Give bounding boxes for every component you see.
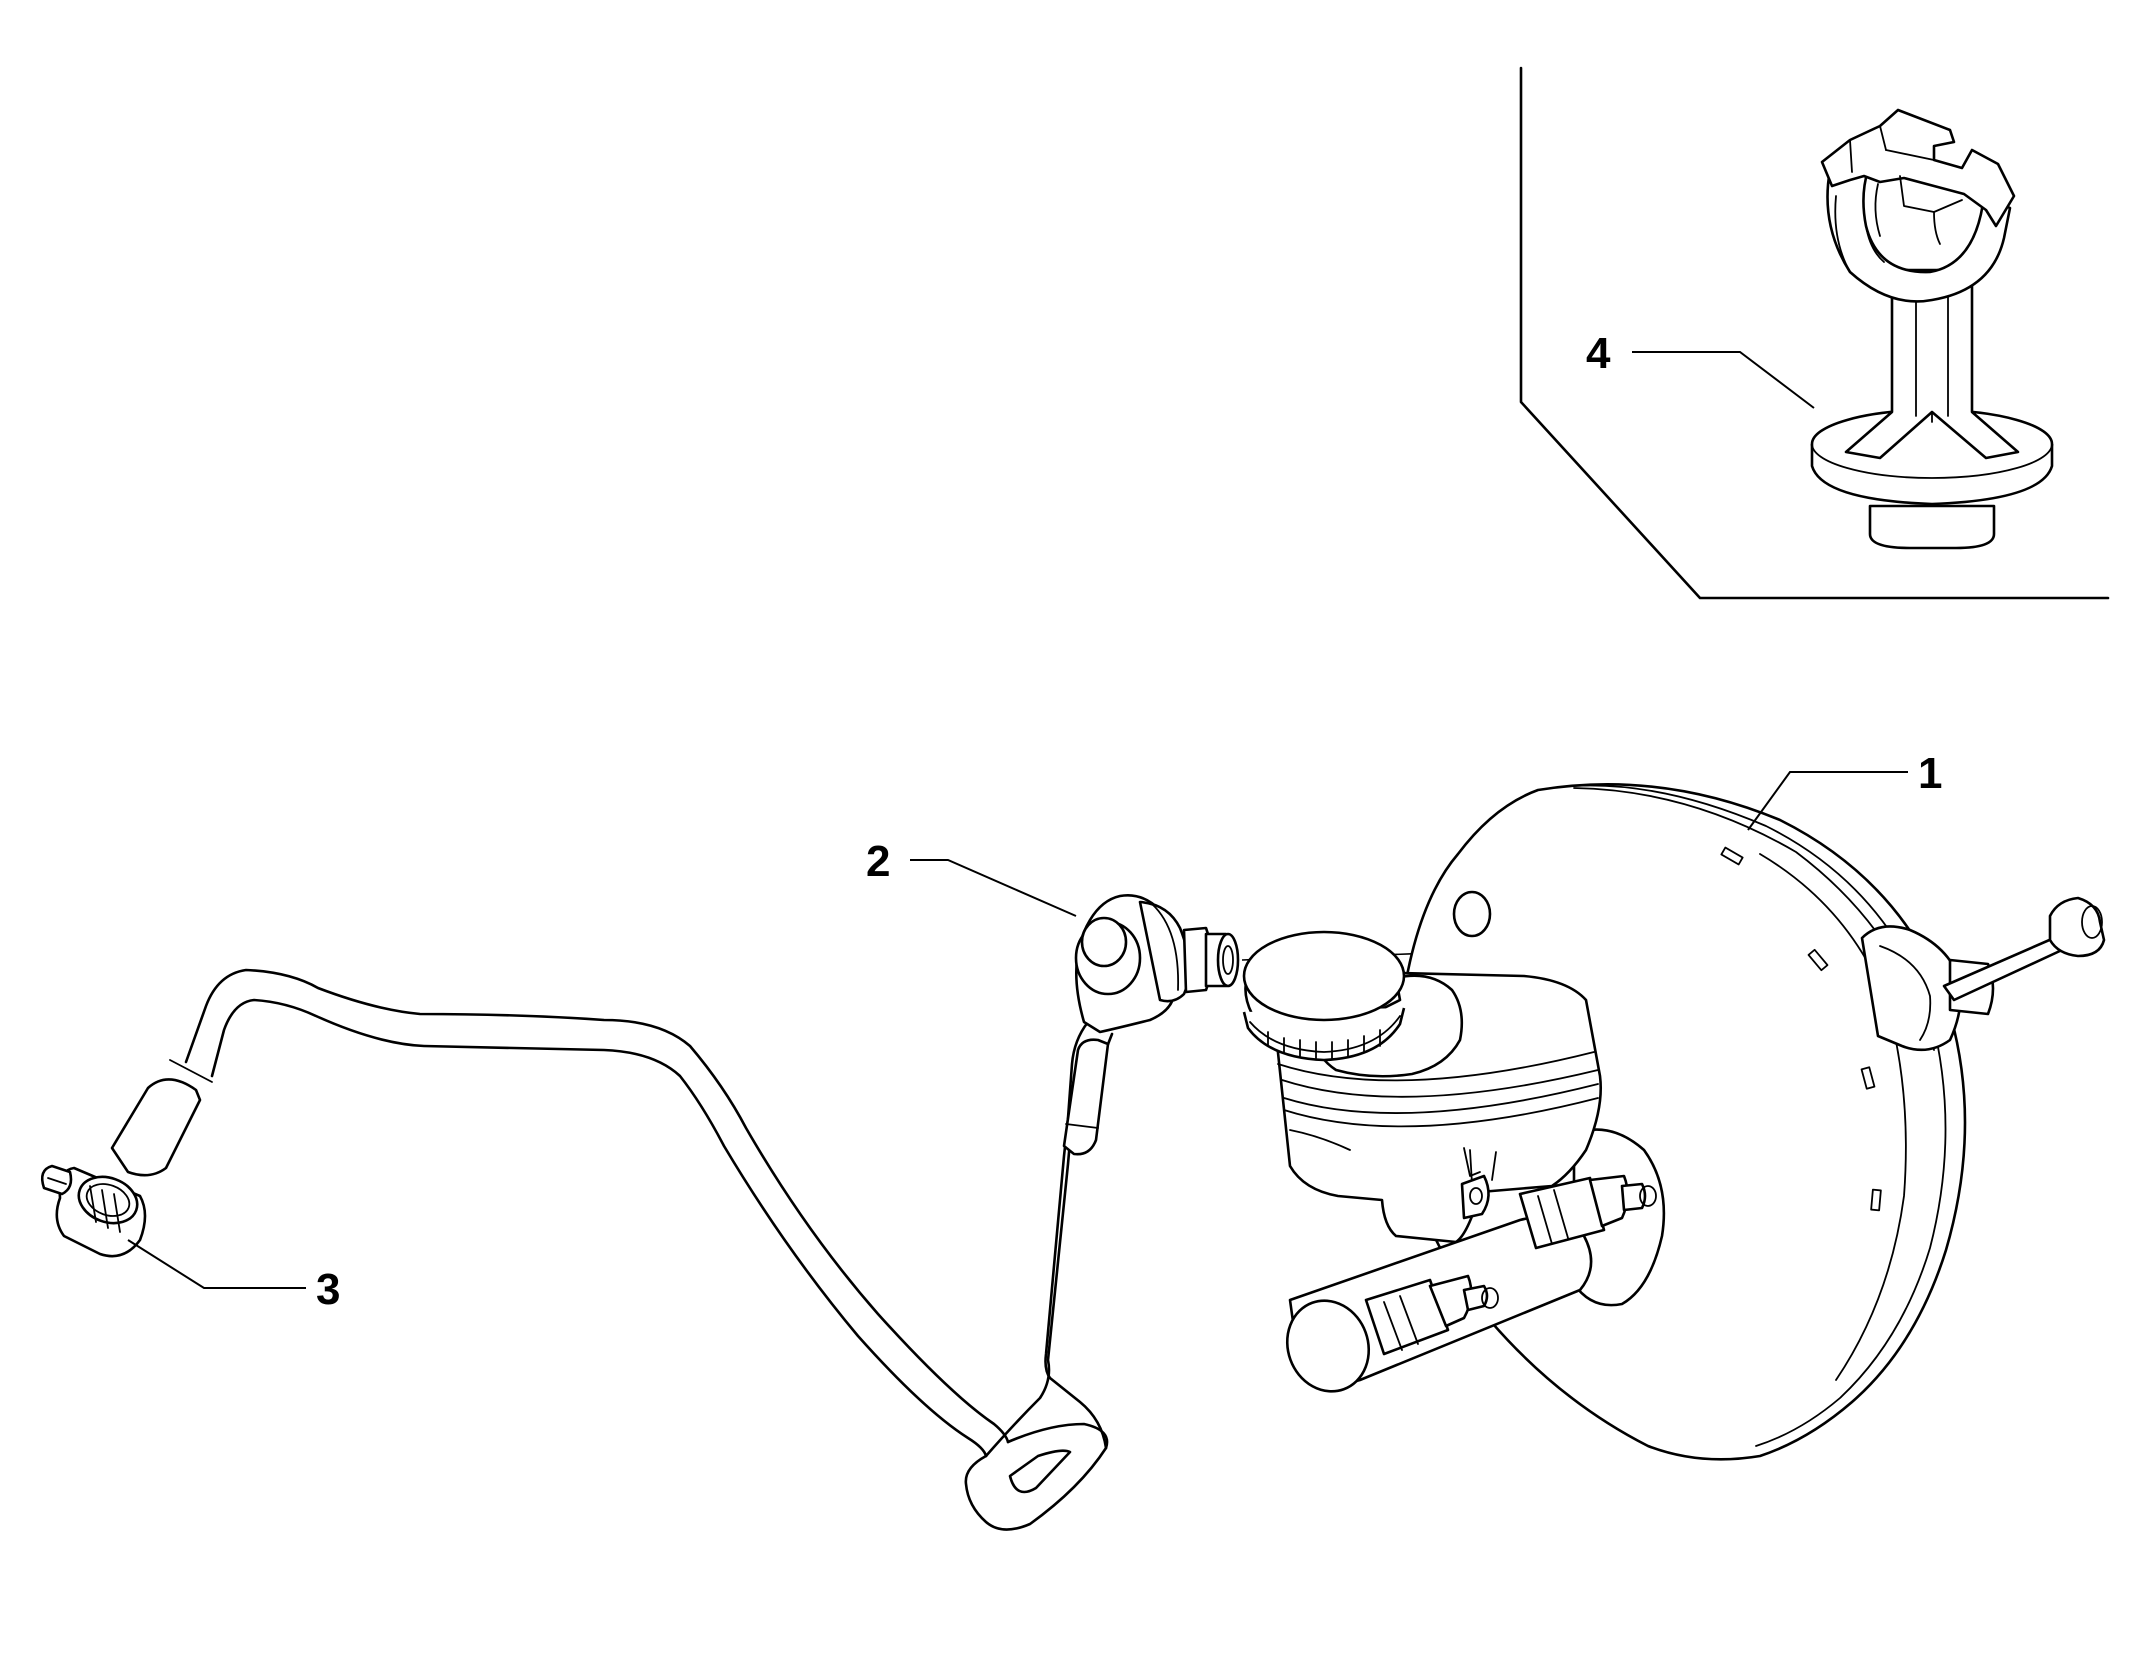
callout-1-number: 1 [1918,749,1942,798]
callout-1: 1 [1747,749,1942,831]
part-2-vacuum-hose[interactable] [110,894,1463,1531]
callout-4-leader [1632,351,1815,409]
callout-2-leader [910,859,1077,917]
part-1-brake-booster[interactable] [1242,783,2106,1461]
inset-panel [1519,66,2110,600]
callout-4-number: 4 [1586,329,1611,378]
callout-3-number: 3 [316,1265,340,1314]
part-4-hose-clip[interactable] [1810,108,2054,550]
callout-3: 3 [127,1239,340,1314]
callout-2: 2 [866,837,1077,917]
callout-2-number: 2 [866,837,890,886]
callout-1-leader [1747,771,1908,831]
inset-border [1519,66,2110,600]
part-3-hose-clamp[interactable] [40,1164,147,1258]
callout-4: 4 [1586,329,1815,409]
callout-3-leader [127,1239,306,1289]
